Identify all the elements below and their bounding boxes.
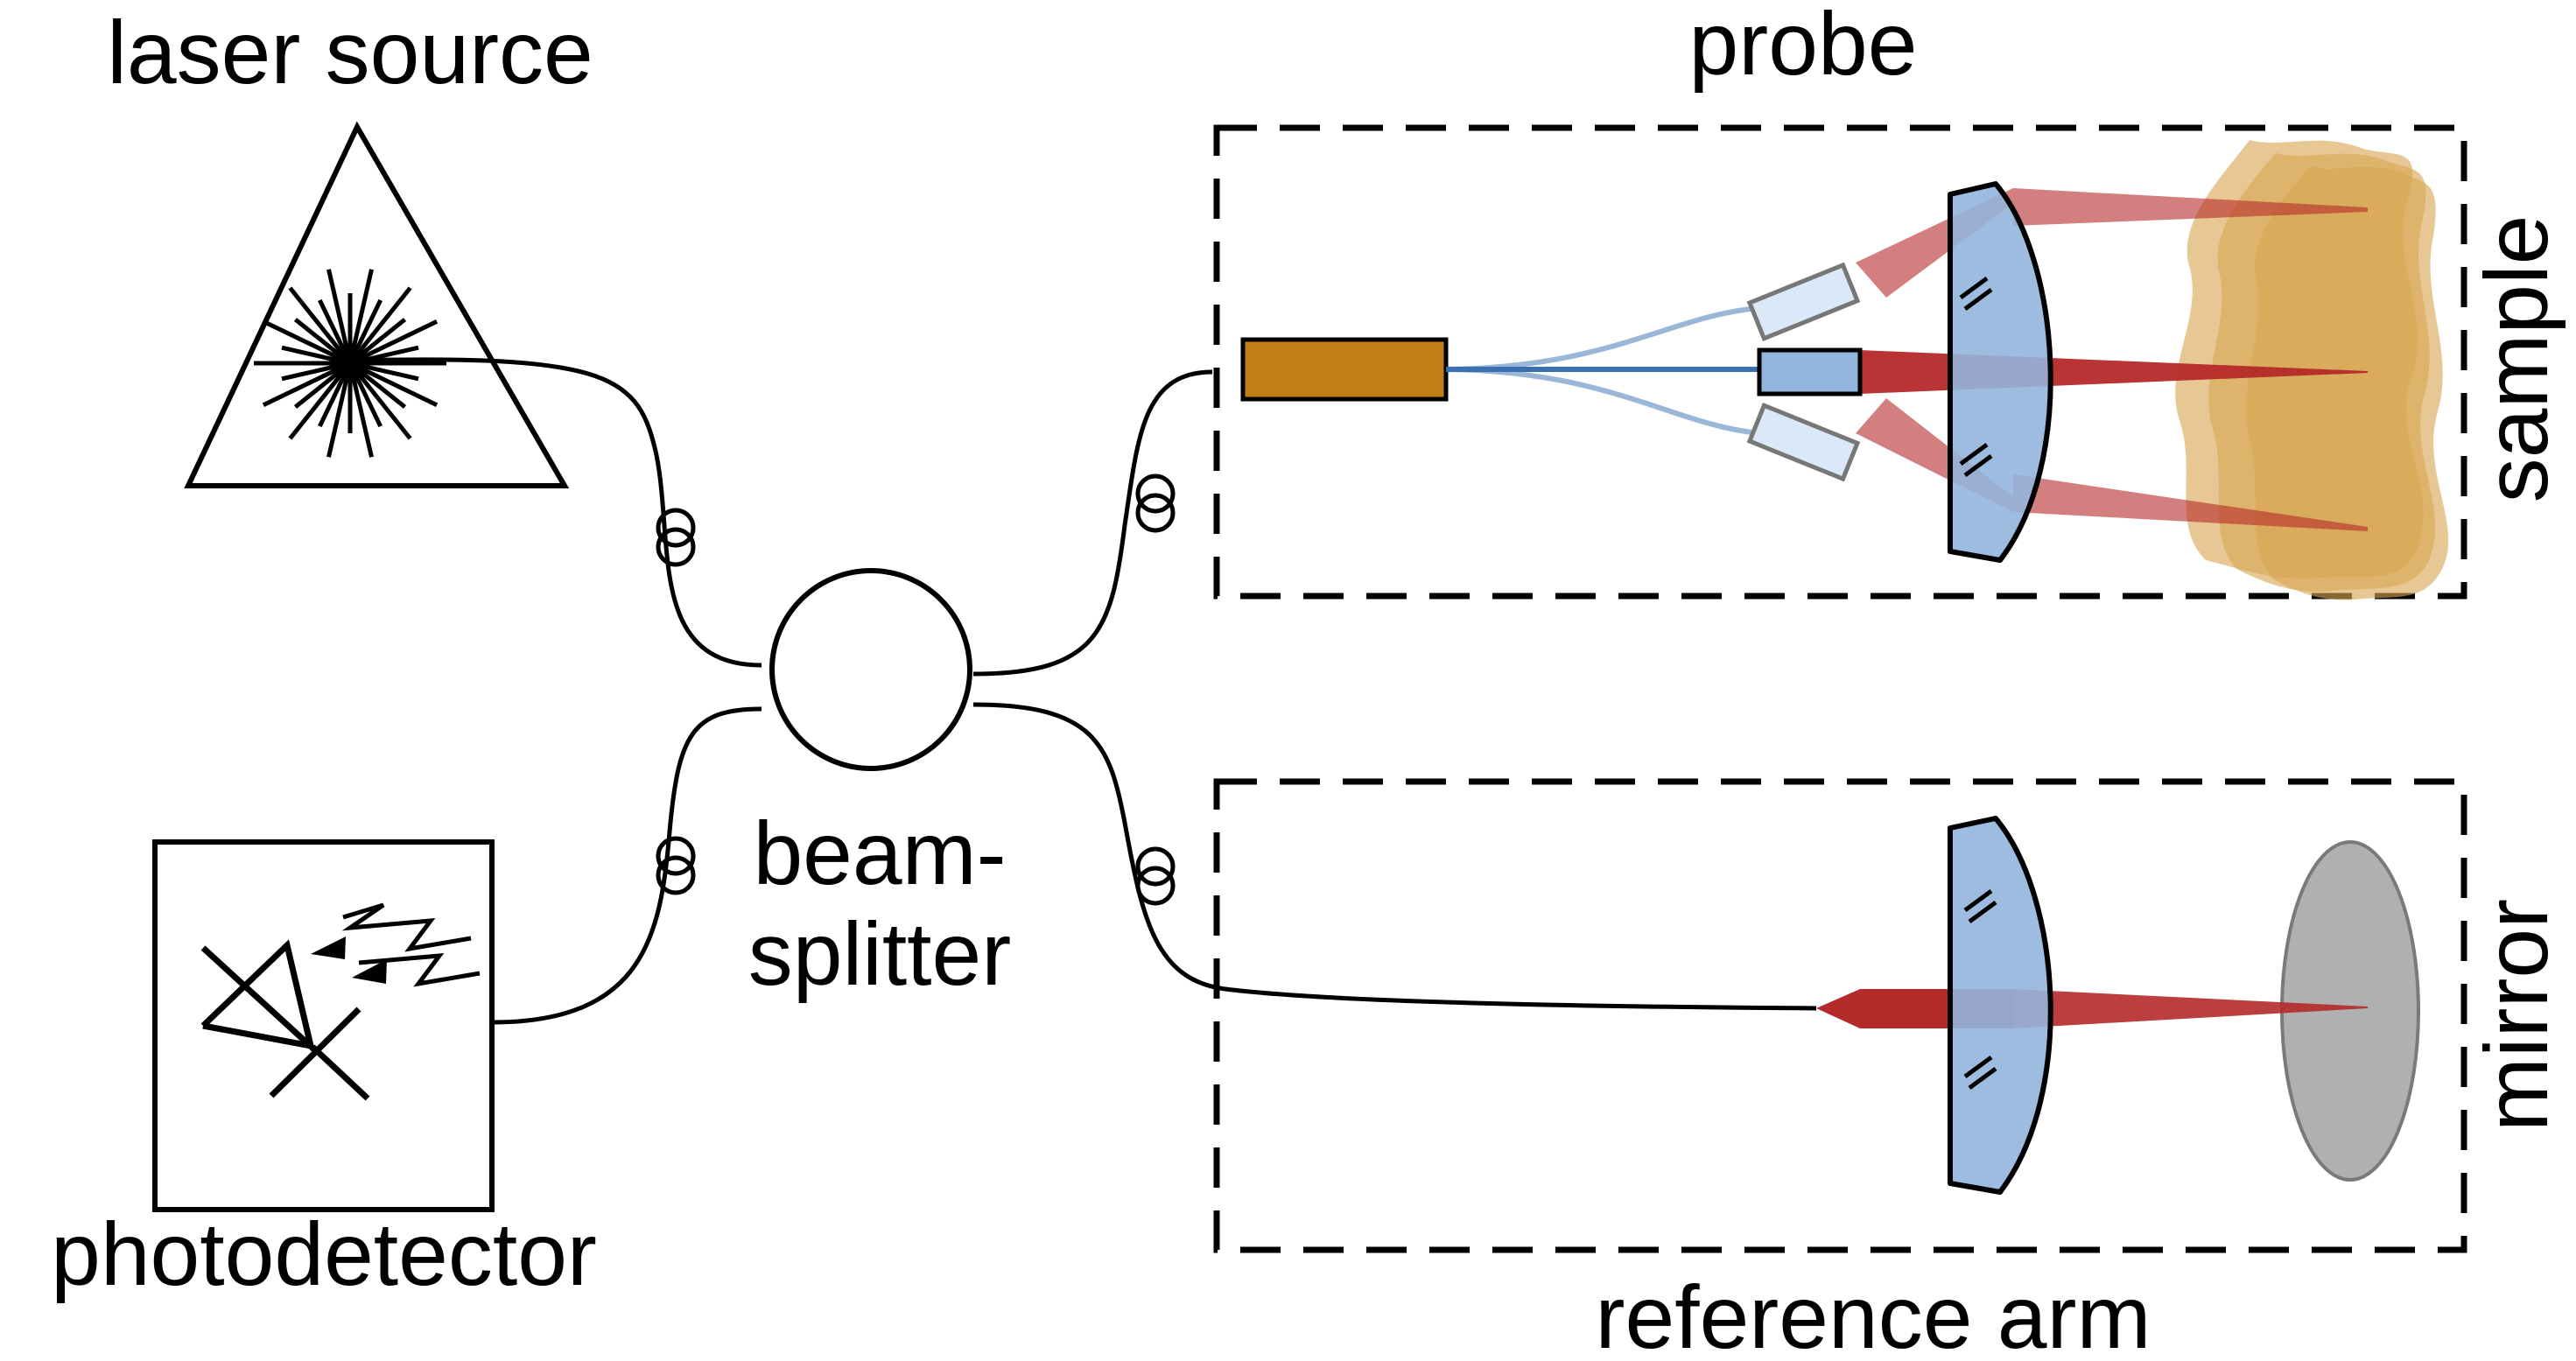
photodetector	[152, 839, 495, 1212]
lens-hatch-icon	[1959, 276, 1993, 478]
laser-source-label: laser source	[107, 3, 593, 102]
fiber-reference	[972, 702, 1817, 1011]
laser-ray	[348, 361, 439, 407]
laser-ray	[348, 319, 439, 366]
laser-source	[184, 121, 570, 488]
beam-lower-focus	[2013, 474, 2368, 531]
fiber-photodetector	[491, 706, 762, 1025]
photodetector-box	[152, 839, 495, 1212]
laser-ray	[262, 361, 352, 407]
upper-fiber-tip	[1746, 262, 1861, 342]
collimator	[1240, 337, 1449, 402]
light-arrowheads	[311, 937, 387, 984]
laser-starburst-icon	[254, 269, 446, 458]
center-fiber-tip	[1757, 347, 1863, 396]
fiber-coil-icon	[656, 474, 1176, 906]
probe-box	[1213, 124, 2467, 600]
ref-beam-diverge	[1816, 989, 1860, 1028]
fiber-laser	[349, 357, 762, 668]
laser-ray	[348, 361, 412, 440]
laser-warning-icon	[184, 121, 570, 488]
laser-ray	[348, 286, 412, 365]
lens-hatch-icon	[1963, 888, 1997, 1091]
beam-splitter-label-line1: beam-	[753, 803, 1006, 903]
mirror-label: mirror	[2467, 899, 2566, 1132]
photodiode-icon	[200, 939, 370, 1101]
lower-fiber-tip	[1746, 402, 1861, 482]
laser-ray	[288, 286, 352, 365]
probe-label: probe	[1689, 0, 1918, 94]
reference-arm-label: reference arm	[1596, 1267, 2151, 1361]
photodetector-label: photodetector	[51, 1204, 597, 1304]
laser-ray	[326, 362, 353, 458]
beam-splitter-label-line2: splitter	[748, 904, 1011, 1004]
laser-ray	[347, 362, 374, 458]
laser-ray	[347, 269, 374, 364]
reference-arm-box	[1213, 778, 2467, 1253]
beam-upper-focus	[2013, 188, 2368, 226]
sample-tissue	[2175, 140, 2449, 600]
laser-ray	[326, 269, 353, 364]
laser-ray	[288, 361, 352, 440]
fiber-probe	[972, 369, 1213, 677]
beam-splitter	[769, 568, 972, 771]
laser-core	[336, 349, 364, 377]
sample-label: sample	[2467, 215, 2566, 503]
light-arrow-icon	[341, 902, 481, 987]
fibers	[349, 357, 1817, 1025]
laser-ray	[262, 319, 352, 366]
reference-lens	[1948, 816, 2053, 1195]
probe-fibers	[1445, 305, 1760, 436]
ref-beam-focus	[2013, 989, 2368, 1028]
